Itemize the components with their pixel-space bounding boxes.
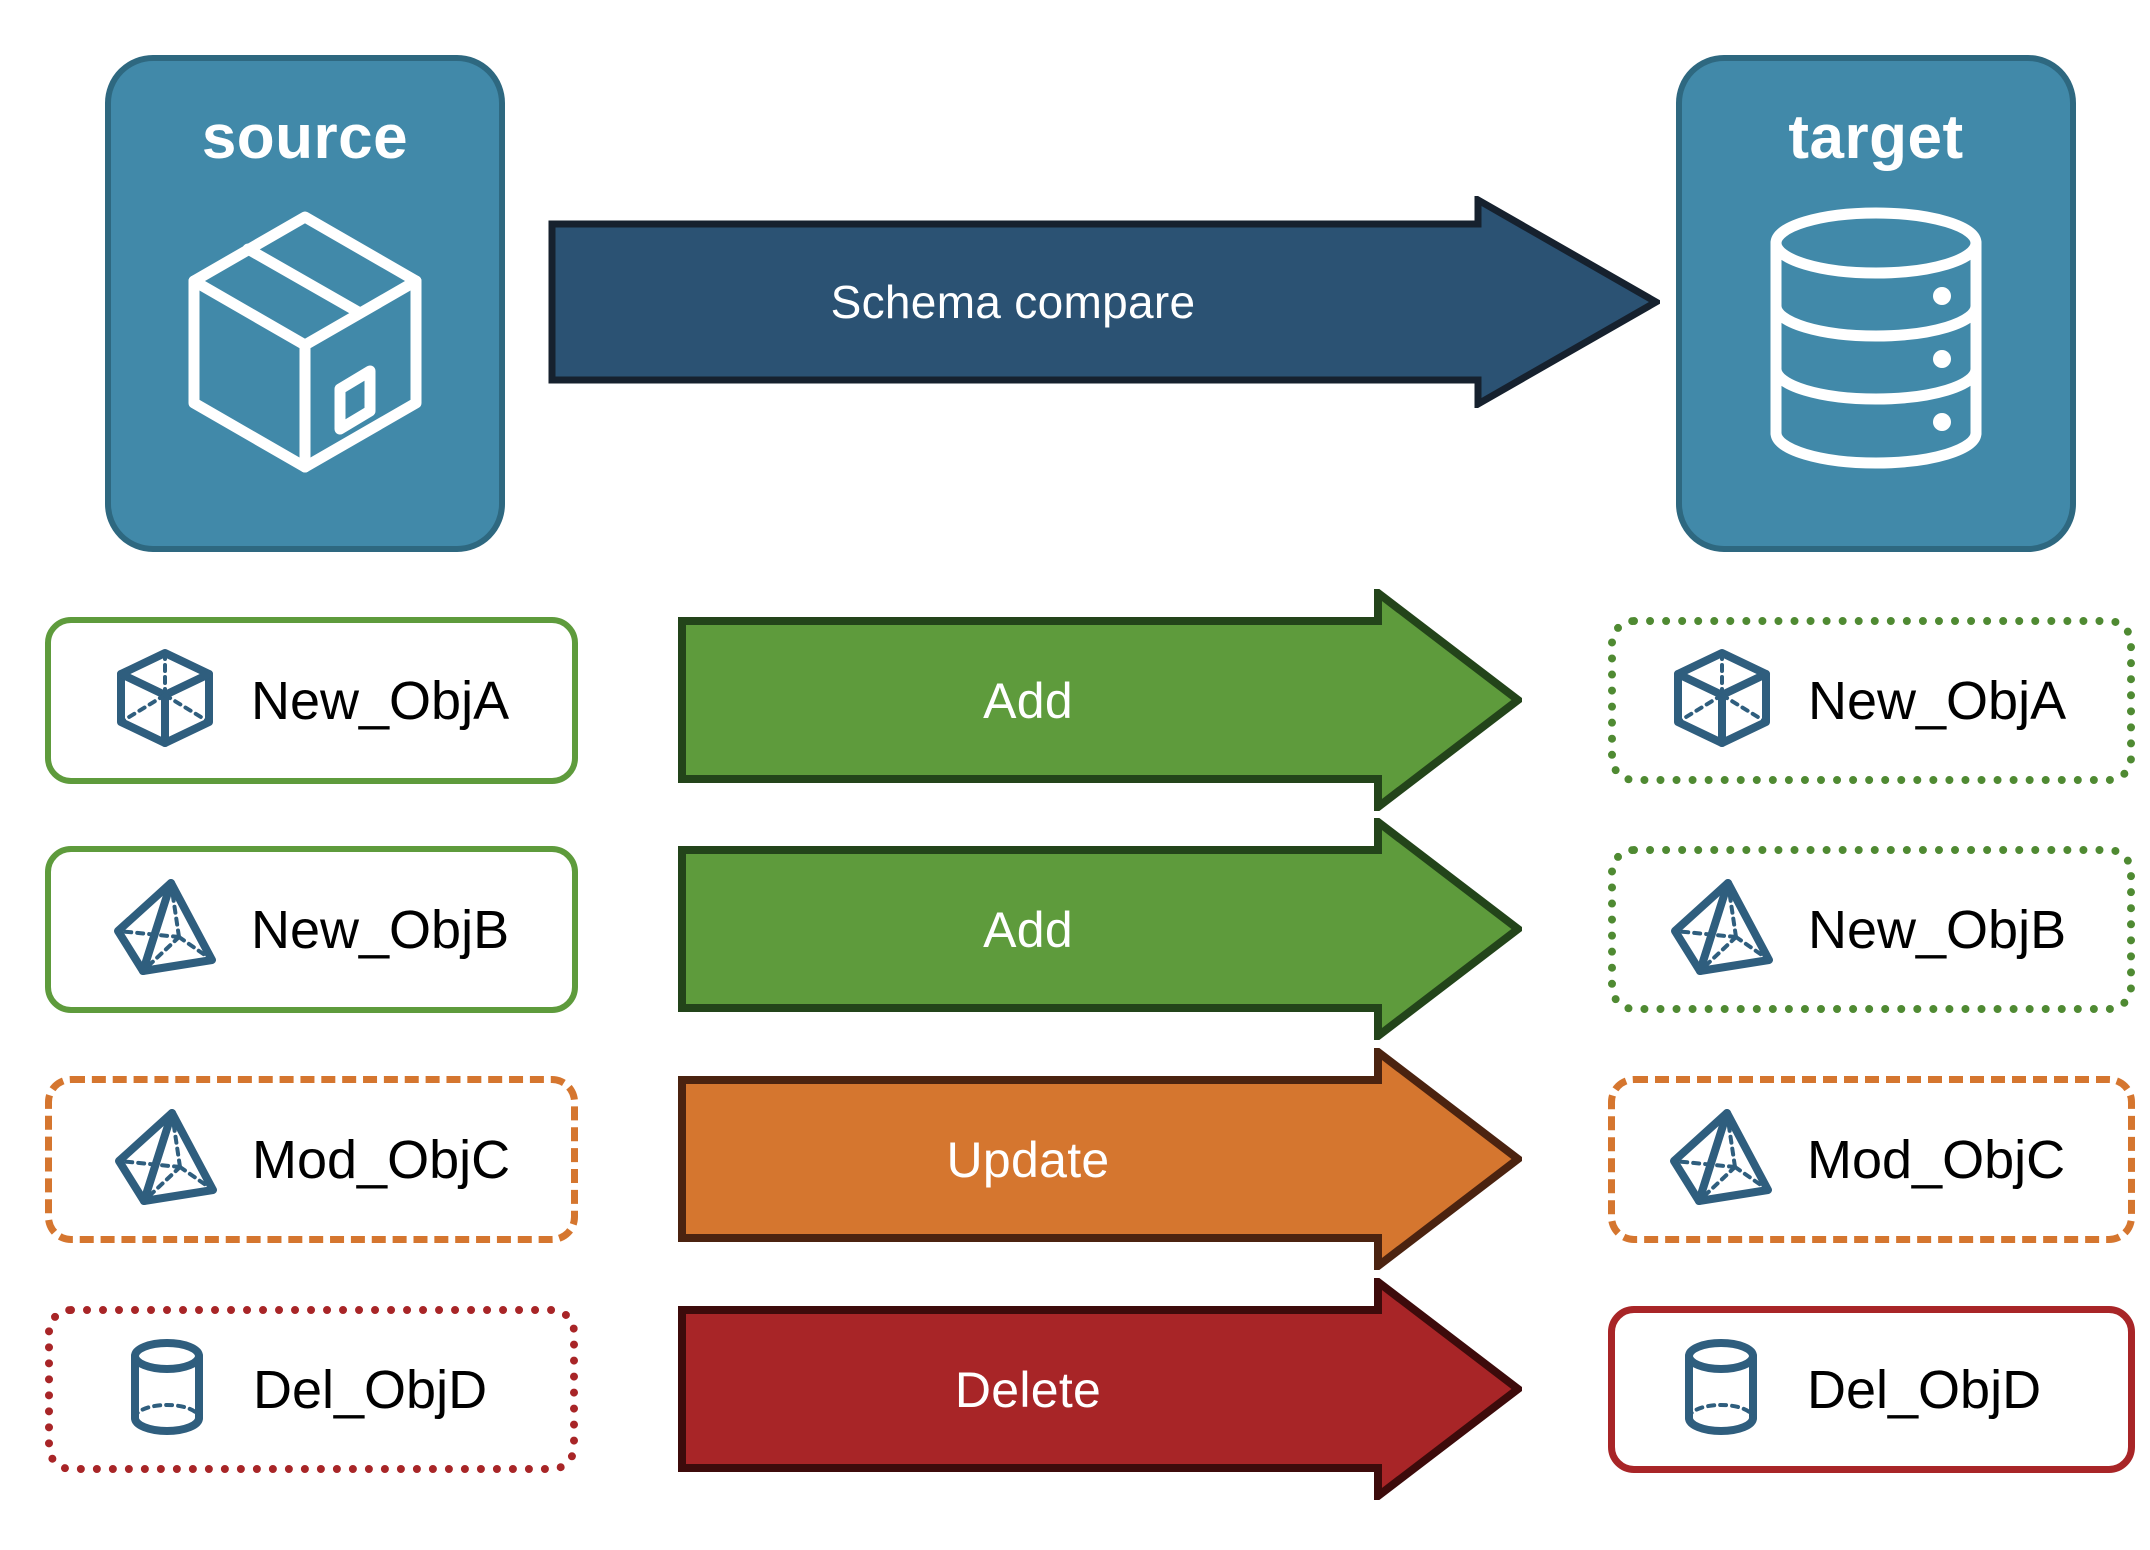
source-object-card[interactable]: Mod_ObjC xyxy=(45,1076,578,1243)
target-object-card[interactable]: New_ObjA xyxy=(1608,617,2135,784)
action-arrow-update[interactable]: Update xyxy=(678,1048,1522,1270)
pyramid-wireframe-icon xyxy=(1670,875,1774,984)
target-object-card[interactable]: Del_ObjD xyxy=(1608,1306,2135,1473)
action-arrow-delete[interactable]: Delete xyxy=(678,1278,1522,1500)
source-object-card[interactable]: Del_ObjD xyxy=(45,1306,578,1473)
target-title: target xyxy=(1788,103,1964,172)
cylinder-wireframe-icon xyxy=(115,1335,219,1444)
source-object-card[interactable]: New_ObjB xyxy=(45,846,578,1013)
source-object-label: Del_ObjD xyxy=(253,1359,488,1420)
source-title: source xyxy=(201,103,409,172)
cube-wireframe-icon xyxy=(1670,646,1774,755)
pyramid-wireframe-icon xyxy=(1669,1105,1773,1214)
pyramid-wireframe-icon xyxy=(113,875,217,984)
target-object-label: Mod_ObjC xyxy=(1807,1129,2066,1190)
action-arrow-add[interactable]: Add xyxy=(678,589,1522,811)
source-object-card[interactable]: New_ObjA xyxy=(45,617,578,784)
cylinder-wireframe-icon xyxy=(1669,1335,1773,1444)
target-panel[interactable]: target xyxy=(1676,55,2076,552)
target-object-label: New_ObjB xyxy=(1808,899,2067,960)
schema-compare-arrow[interactable]: Schema compare xyxy=(548,193,1664,411)
package-box-icon xyxy=(180,203,430,478)
source-object-label: Mod_ObjC xyxy=(252,1129,511,1190)
target-object-card[interactable]: Mod_ObjC xyxy=(1608,1076,2135,1243)
source-object-label: New_ObjB xyxy=(251,899,510,960)
source-object-label: New_ObjA xyxy=(251,670,510,731)
target-object-label: Del_ObjD xyxy=(1807,1359,2042,1420)
source-panel[interactable]: source xyxy=(105,55,505,552)
action-arrow-add[interactable]: Add xyxy=(678,818,1522,1040)
database-cylinder-icon xyxy=(1761,203,1991,478)
pyramid-wireframe-icon xyxy=(114,1105,218,1214)
target-object-card[interactable]: New_ObjB xyxy=(1608,846,2135,1013)
cube-wireframe-icon xyxy=(113,646,217,755)
target-object-label: New_ObjA xyxy=(1808,670,2067,731)
